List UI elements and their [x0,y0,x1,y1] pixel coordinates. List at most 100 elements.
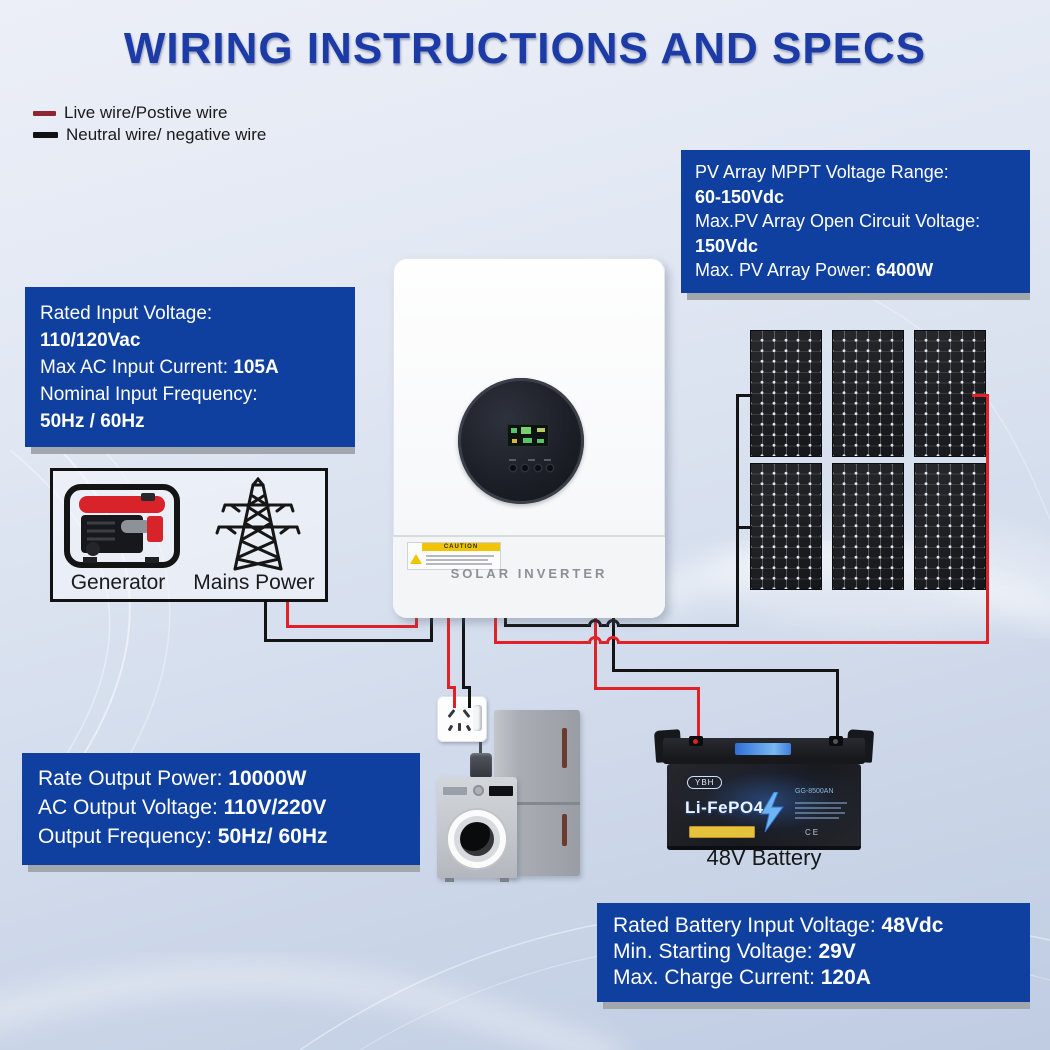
page-title: WIRING INSTRUCTIONS AND SPECS [123,24,927,73]
wire-segment [264,600,267,642]
solar-panel [832,330,904,457]
power-outlet-icon [437,696,487,742]
wire-segment [612,669,839,672]
wire-segment [415,616,418,628]
spec-line: Output Frequency: 50Hz/ 60Hz [38,825,328,848]
spec-line: 60-150Vdc [695,186,785,207]
outlet-slot [447,709,456,718]
inverter-display-panel [458,378,584,504]
wire-segment [972,394,989,397]
generator-label: Generator [70,571,166,594]
wire-segment [594,615,597,690]
legend-neutral-row: Neutral wire/ negative wire [33,124,266,146]
battery-warning-sticker [689,826,755,838]
battery-model-text: GG-8500AN [795,788,834,795]
wire-segment [504,615,507,627]
button-label-mark [509,459,516,461]
terminal-dot [833,738,838,744]
washer-door-glass [460,822,494,856]
washer-door [448,810,506,868]
solar-panel [914,330,986,457]
inverter-button [522,465,528,471]
spec-line: Max. PV Array Power: 6400W [695,260,934,280]
legend-neutral-label: Neutral wire/ negative wire [66,125,267,144]
inverter-button [547,465,553,471]
wire-segment [602,624,606,627]
outlet-slot [458,723,461,731]
ac-source-box: Generator Mains Power [50,468,328,602]
lcd-glyph [537,428,545,432]
battery-chemistry-text: Li-FePO4 [685,798,764,817]
spec-line: 50Hz / 60Hz [40,411,145,432]
wire-segment [286,625,418,628]
solar-inverter-image: CAUTION SOLAR INVERTER [393,258,665,618]
spec-line: Rated Input Voltage: [40,303,213,324]
outlet-slot [462,709,471,718]
washing-machine-icon [437,777,517,882]
wire-segment [697,687,700,745]
spec-line: PV Array MPPT Voltage Range: [695,162,949,182]
battery-front-face: YBH Li-FePO4 GG-8500AN CE [667,764,861,850]
wire-segment [264,639,433,642]
washer-knob [473,785,484,796]
wire-segment [468,686,471,708]
solar-panel [832,463,904,590]
wire-segment [736,394,739,627]
power-cord [479,742,482,754]
button-label-mark [528,459,535,461]
wire-segment [504,624,588,627]
terminal-dot [693,738,698,744]
solar-panel [750,330,822,457]
wire-segment [462,615,465,689]
inverter-lcd-screen [507,424,549,447]
generator-icon [64,484,180,568]
caution-fine-print [426,563,492,565]
inverter-button [535,465,541,471]
wire-jump-icon [588,619,602,627]
battery-positive-terminal [689,736,703,746]
wire-segment [447,615,450,689]
button-label-mark [544,459,551,461]
wire-jump-icon [588,636,602,644]
battery-box-shadow [603,1002,1030,1009]
wire-segment [447,686,456,689]
wire-jump-icon [606,636,620,644]
mains-power-label: Mains Power [193,571,315,594]
battery-fine-print [795,802,847,804]
legend-live-row: Live wire/Postive wire [33,102,266,124]
washer-control-panel [437,781,517,801]
power-plug-icon [470,753,492,778]
fridge-door-split [494,802,580,805]
wire-segment [286,600,289,628]
lcd-glyph [537,439,544,443]
wire-segment [836,669,839,740]
lightning-bolt-icon [760,792,784,832]
wire-segment [453,686,456,708]
battery-display-strip [735,743,791,755]
caution-fine-print [426,555,494,557]
wire-segment [494,641,588,644]
wire-segment [736,394,752,397]
fridge-handle [562,728,567,768]
inverter-brand-text: SOLAR INVERTER [450,566,608,581]
washer-display [489,786,513,796]
outlet-slot [465,724,472,732]
wire-segment [430,616,433,642]
battery-fine-print [795,817,839,819]
ac-input-box-shadow [31,447,355,454]
battery-brand-badge: YBH [687,776,723,789]
battery-fine-print [795,812,845,814]
neutral-wire-swatch-icon [33,132,58,138]
spec-line: Max AC Input Current: 105A [40,357,279,378]
inverter-seam [393,535,665,537]
outlet-switch [473,705,482,731]
lcd-glyph [523,438,532,443]
caution-label: CAUTION [408,543,500,569]
wire-segment [986,394,989,644]
spec-line: Max.PV Array Open Circuit Voltage: [695,211,981,231]
spec-line: 110/120Vac [40,330,141,351]
battery-image: YBH Li-FePO4 GG-8500AN CE [653,720,875,852]
